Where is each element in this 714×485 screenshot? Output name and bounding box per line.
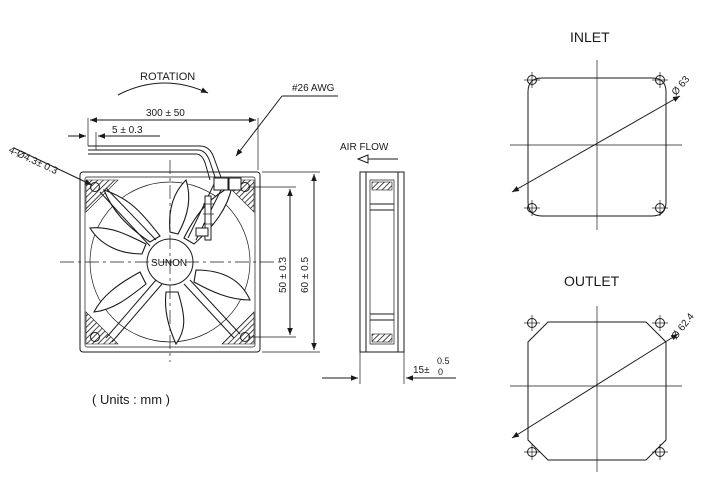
front-view: ROTATION: [7, 71, 338, 407]
units-label: ( Units : mm ): [92, 392, 170, 407]
inlet-title: INLET: [570, 29, 610, 45]
thickness-label: 15±: [413, 365, 430, 376]
lead-wires: [88, 145, 242, 191]
strip-length-label: 5 ± 0.3: [112, 125, 143, 136]
brand-label: SUNON: [151, 258, 187, 269]
outlet-view: OUTLET Ø 62.4: [510, 273, 697, 472]
rotation-arrow: [117, 82, 209, 96]
air-flow-label: AIR FLOW: [340, 142, 389, 153]
wire-harness: [195, 195, 214, 241]
fan-side-profile: [359, 171, 405, 353]
thickness-upper: 0.5: [437, 356, 450, 366]
mount-holes-label: 4-Ø4.3± 0.3: [7, 145, 60, 177]
inlet-diameter-label: Ø 63: [670, 74, 693, 98]
frame-size-label: 60 ± 0.5: [300, 256, 311, 293]
outlet-diameter-label: Ø 62.4: [670, 311, 697, 342]
inlet-holes: [524, 72, 668, 216]
rotation-label: ROTATION: [140, 71, 195, 83]
wire-gauge-label: #26 AWG: [292, 83, 335, 94]
struts: [99, 181, 241, 343]
outlet-title: OUTLET: [564, 273, 620, 289]
hole-pitch-label: 50 ± 0.3: [278, 256, 289, 293]
side-view: AIR FLOW 15± 0.5 0: [322, 142, 456, 384]
outlet-holes: [524, 315, 668, 460]
inlet-view: INLET Ø 63: [510, 29, 693, 230]
thickness-lower: 0: [438, 367, 443, 377]
lead-length-label: 300 ± 50: [146, 108, 185, 119]
